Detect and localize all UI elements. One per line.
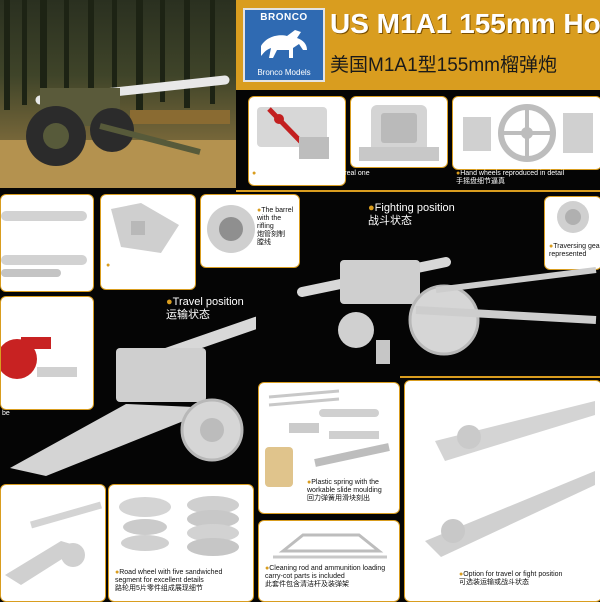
forest-background <box>4 0 215 112</box>
traveling-lock-illustration <box>257 107 329 159</box>
howitzer-on-field <box>0 75 236 188</box>
horse-silhouette-icon <box>261 30 307 58</box>
bronco-logo: BRONCO Bronco Models <box>243 8 325 82</box>
logo-models-text: Bronco Models <box>257 68 311 77</box>
trails-panel: ●Option for travel or fight position 可选装… <box>404 380 600 602</box>
small-gun-panel <box>0 484 106 602</box>
spring-parts-panel: ●Plastic spring with the workable slide … <box>258 382 400 514</box>
divider-line-right <box>400 376 600 378</box>
traveling-lock-panel <box>248 96 346 186</box>
barrel-rifling-callout: ●The barrel with the rifling 炮管刻制 膛线 <box>257 207 294 246</box>
traveling-lock-callout: ●Traveling lock can action as real one 炮… <box>252 170 370 185</box>
howitzer-photo <box>0 0 236 188</box>
cradle-mount-panel <box>100 194 196 290</box>
product-title-chinese: 美国M1A1型155mm榴弹炮 <box>330 55 557 76</box>
left-edge-callout: be <box>2 410 10 417</box>
plastic-spring-callout: ●Plastic spring with the workable slide … <box>307 479 382 502</box>
traversing-gear-panel: ●Traversing gea represented <box>544 196 600 270</box>
cradle-mount-callout: ●The gun cradle mount can be realistic a… <box>106 262 179 285</box>
small-gun-illustration <box>5 501 102 585</box>
traversing-gear-illustration <box>557 201 589 233</box>
barrel-parts-illustration <box>1 211 87 277</box>
trails-illustration <box>425 401 595 557</box>
product-title: US M1A1 155mm Ho <box>330 8 600 39</box>
barrel-muzzle-illustration <box>207 205 255 253</box>
spring-parts-illustration <box>265 389 390 487</box>
red-parts-illustration <box>1 337 77 379</box>
travel-fight-option-callout: ●Option for travel or fight position 可选装… <box>459 571 563 586</box>
logo-brand-text: BRONCO <box>260 12 308 23</box>
divider-line <box>236 190 600 192</box>
barrel-rifling-panel: ●The barrel with the rifling 炮管刻制 膛线 <box>200 194 300 268</box>
hand-wheel-illustration <box>463 104 593 162</box>
cleaning-rod-panel: ●Cleaning rod and ammunition loading car… <box>258 520 400 602</box>
fighting-position-label: ●Fighting position 战斗状态 <box>368 202 455 227</box>
road-wheel-callout: ●Road wheel with five sandwiched segment… <box>115 569 223 592</box>
cradle-mount-illustration <box>111 203 179 253</box>
travel-position-label: ●Travel position 运输状态 <box>166 296 244 321</box>
hand-wheels-callout: ●Hand wheels reproduced in detail 手摇盘细节逼… <box>456 170 565 185</box>
cleaning-rod-illustration <box>273 533 387 559</box>
travel-position-gun <box>10 316 256 476</box>
road-wheel-panel: ●Road wheel with five sandwiched segment… <box>108 484 254 602</box>
hand-wheels-panel <box>452 96 600 170</box>
traversing-gear-callout: ●Traversing gea represented <box>549 243 600 258</box>
cleaning-rod-callout: ●Cleaning rod and ammunition loading car… <box>265 565 386 588</box>
breech-panel <box>350 96 448 168</box>
fighting-position-gun <box>297 257 597 364</box>
breech-illustration <box>359 105 439 161</box>
barrels-panel <box>0 194 94 292</box>
road-wheel-illustration <box>119 496 239 556</box>
red-parts-panel <box>0 296 94 410</box>
